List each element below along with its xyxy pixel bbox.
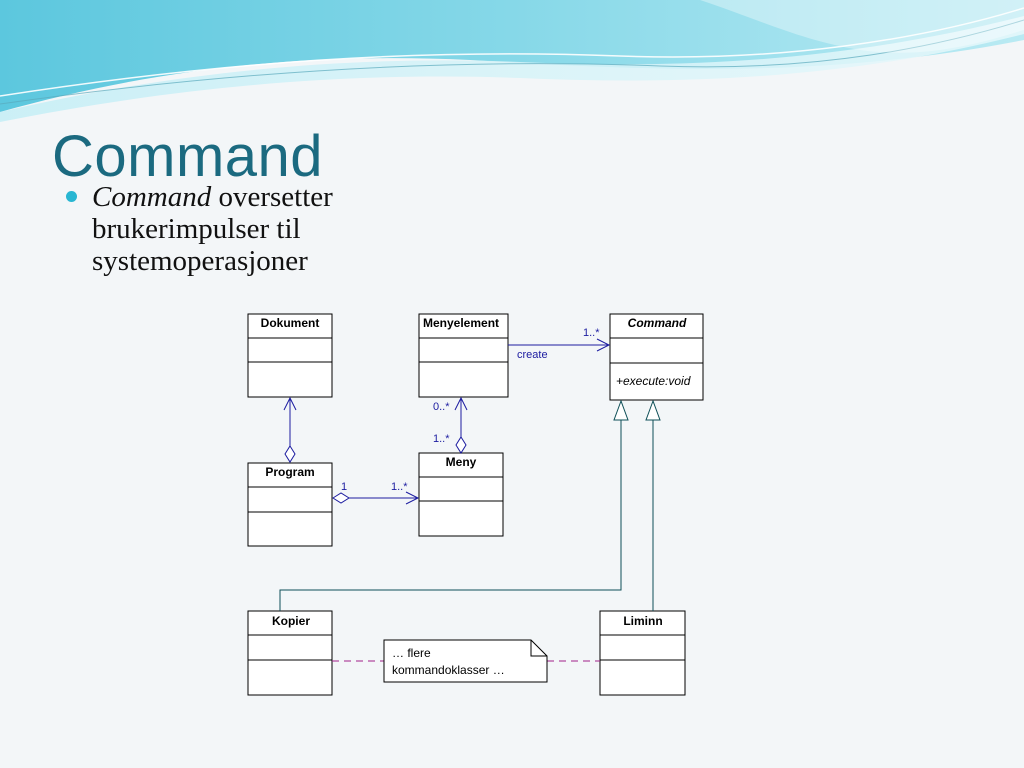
bullet-text: Command oversetter brukerimpulser til sy… <box>92 181 426 277</box>
class-kopier-name: Kopier <box>272 614 310 628</box>
class-menyelement: Menyelement <box>418 313 509 398</box>
mult-program-1: 1 <box>341 481 347 493</box>
class-meny: Meny <box>418 452 504 537</box>
class-command-operation: +execute:void <box>616 374 691 388</box>
class-program: Program <box>247 462 333 547</box>
program-dokument-aggregation <box>283 396 297 463</box>
class-liminn-name: Liminn <box>623 614 662 628</box>
header-wave-decoration <box>0 0 1024 122</box>
menyelement-command-association: create 1..* <box>508 327 611 361</box>
note-line-1: … flere <box>392 646 431 660</box>
class-dokument-name: Dokument <box>261 316 320 330</box>
mult-meny-1-many: 1..* <box>433 433 450 445</box>
class-menyelement-name: Menyelement <box>423 316 499 330</box>
meny-menyelement-aggregation: 0..* 1..* <box>433 396 468 454</box>
bullet-rest: oversetter brukerimpulser til systemoper… <box>92 181 333 277</box>
class-dokument: Dokument <box>247 313 333 398</box>
association-create-label: create <box>517 349 548 361</box>
class-liminn: Liminn <box>599 610 686 696</box>
class-kopier: Kopier <box>247 610 333 696</box>
program-meny-aggregation: 1 1..* <box>332 481 420 505</box>
bullet-emphasis: Command <box>92 181 212 213</box>
class-command: Command +execute:void <box>609 313 704 401</box>
class-command-name: Command <box>628 316 687 330</box>
note-more-command-classes: … flere kommandoklasser … <box>332 639 600 683</box>
note-line-2: kommandoklasser … <box>392 663 505 677</box>
kopier-command-generalization <box>279 399 629 611</box>
class-program-name: Program <box>265 465 314 479</box>
bullet-point: Command oversetter brukerimpulser til sy… <box>66 181 426 277</box>
mult-meny-1-many-right: 1..* <box>391 481 408 493</box>
mult-menyelement-0-many: 0..* <box>433 401 450 413</box>
slide-title: Command <box>52 124 324 189</box>
class-meny-name: Meny <box>446 455 477 469</box>
bullet-dot-icon <box>66 191 77 202</box>
liminn-command-generalization <box>645 399 661 611</box>
mult-command-1-many: 1..* <box>583 327 600 339</box>
